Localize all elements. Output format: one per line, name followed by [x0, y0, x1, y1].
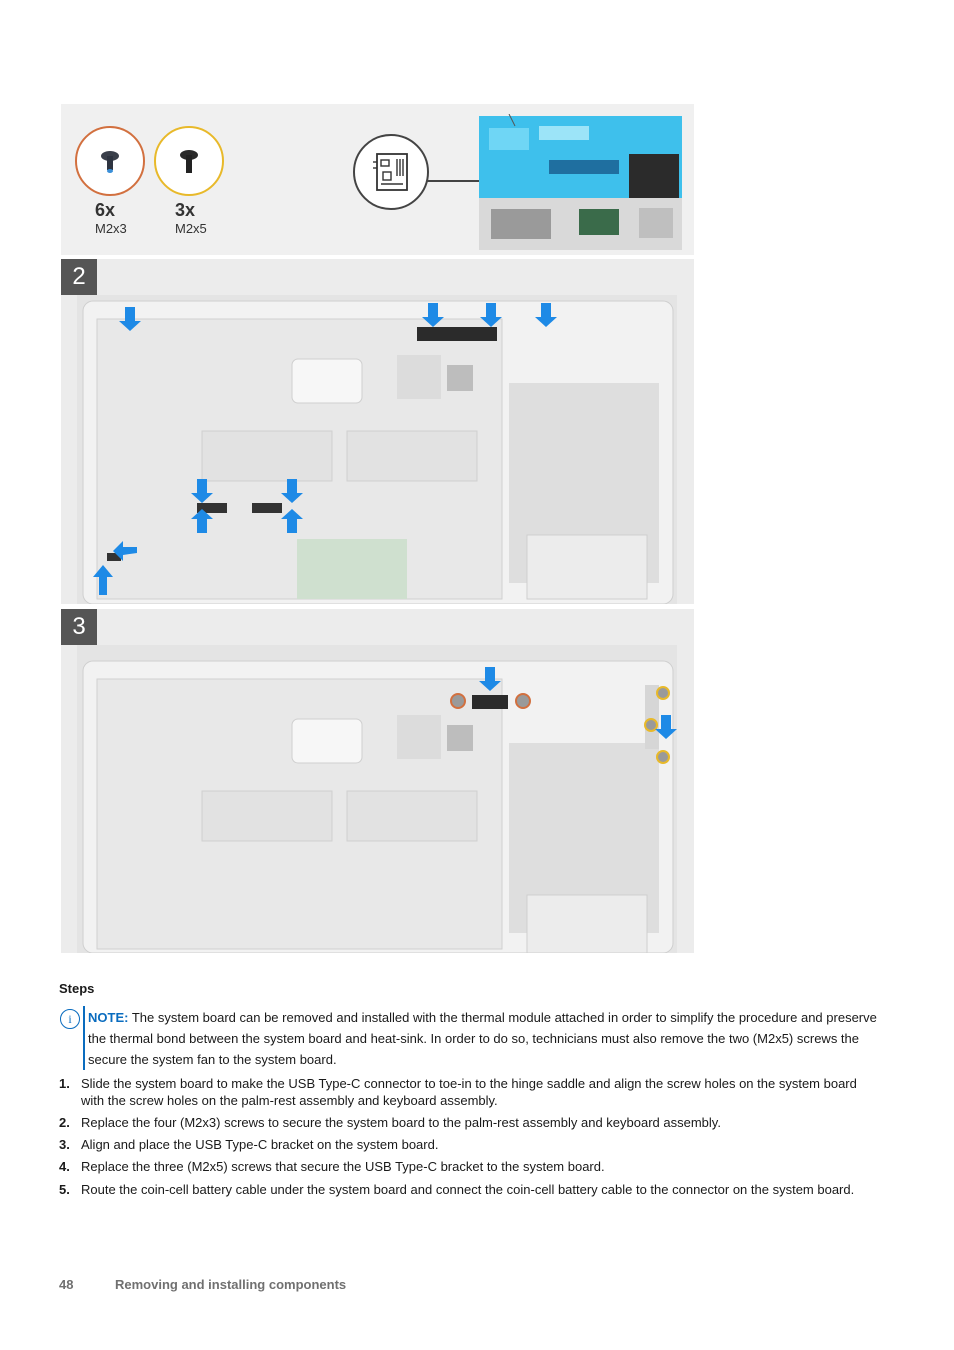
note-block: NOTE: The system board can be removed an…: [88, 1007, 898, 1070]
system-board-icon: [353, 134, 429, 210]
step-2-board-illustration: [77, 295, 677, 604]
note-label: NOTE:: [88, 1010, 129, 1025]
screw-legend-panel: 6x M2x3 3x M2x5: [61, 104, 694, 255]
m2x3-count: 6x: [95, 200, 116, 220]
m2x5-screw-icon: [154, 126, 224, 196]
step-3-label: 3: [61, 609, 97, 645]
step-number: 1.: [59, 1076, 70, 1091]
step-number: 2.: [59, 1115, 70, 1130]
step-number: 3.: [59, 1137, 70, 1152]
step-2-arrows: [93, 303, 557, 595]
step-text: Route the coin-cell battery cable under …: [81, 1182, 855, 1197]
steps-heading: Steps: [59, 981, 95, 996]
note-text: The system board can be removed and inst…: [88, 1010, 877, 1067]
m2x5-size: M2x5: [175, 221, 207, 236]
step-number: 4.: [59, 1159, 70, 1174]
step-text: Replace the four (M2x3) screws to secure…: [81, 1115, 721, 1130]
page-number: 48: [59, 1277, 74, 1292]
step-text: Slide the system board to make the USB T…: [81, 1076, 857, 1108]
illustration-figure: 6x M2x3 3x M2x5: [61, 104, 694, 953]
note-divider: [83, 1006, 85, 1070]
footer-section-title: Removing and installing components: [115, 1277, 347, 1292]
info-icon: i: [60, 1009, 80, 1029]
board-overview-image: [479, 114, 682, 250]
step-text: Align and place the USB Type-C bracket o…: [81, 1137, 439, 1152]
m2x3-size: M2x3: [95, 221, 127, 236]
step-number: 5.: [59, 1182, 70, 1197]
step-3-panel: 3: [61, 609, 694, 953]
m2x3-screw-icon: [75, 126, 145, 196]
step-text: Replace the three (M2x5) screws that sec…: [81, 1159, 605, 1174]
m2x5-count: 3x: [175, 200, 196, 220]
callout-line: [427, 180, 479, 182]
step-2-label: 2: [61, 259, 97, 295]
step-3-board-illustration: [77, 645, 677, 953]
step-2-panel: 2: [61, 259, 694, 604]
